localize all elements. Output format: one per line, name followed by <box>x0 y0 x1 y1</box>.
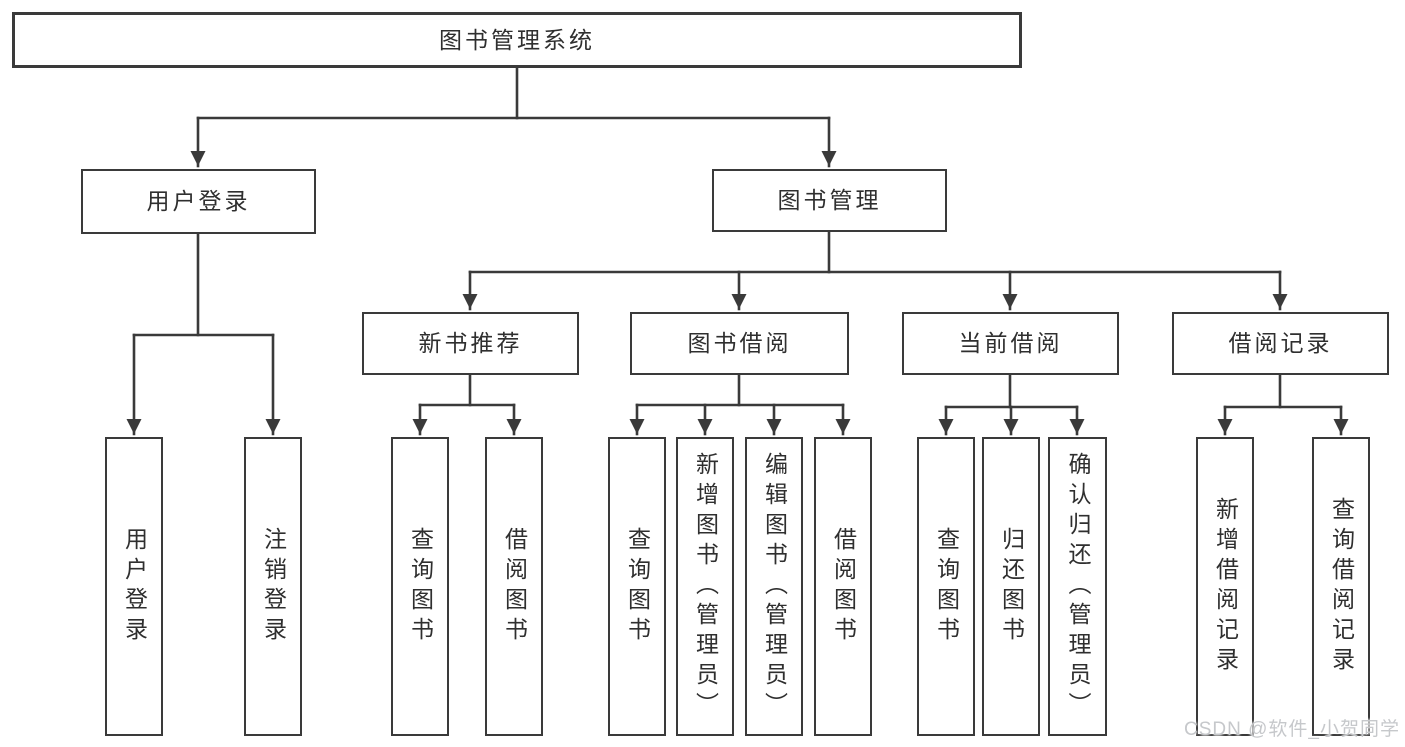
node-borrow-records: 借阅记录 <box>1172 312 1389 375</box>
node-label: 图书管理 <box>777 187 882 213</box>
leaf-borrow-books-recommend: 借阅图书 <box>485 437 543 736</box>
node-label: 借阅图书 <box>501 526 528 647</box>
leaf-logout: 注销登录 <box>244 437 302 736</box>
node-label: 注销登录 <box>260 526 287 647</box>
node-label: 归还图书 <box>998 526 1025 647</box>
node-label: 借阅图书 <box>830 526 857 647</box>
leaf-add-borrow-record: 新增借阅记录 <box>1196 437 1254 736</box>
node-label: 借阅记录 <box>1228 330 1333 356</box>
node-label: 图书借阅 <box>687 330 792 356</box>
leaf-edit-book-admin: 编辑图书（管理员） <box>745 437 803 736</box>
node-label: 查询图书 <box>407 526 434 647</box>
leaf-add-book-admin: 新增图书（管理员） <box>676 437 734 736</box>
node-library-system: 图书管理系统 <box>12 12 1022 68</box>
node-label: 新增借阅记录 <box>1212 496 1239 677</box>
node-user-login: 用户登录 <box>81 169 316 234</box>
node-label: 用户登录 <box>121 526 148 647</box>
node-label: 新增图书（管理员） <box>692 451 719 722</box>
leaf-user-login: 用户登录 <box>105 437 163 736</box>
node-label: 当前借阅 <box>958 330 1063 356</box>
node-label: 查询图书 <box>624 526 651 647</box>
node-label: 查询图书 <box>933 526 960 647</box>
node-label: 确认归还（管理员） <box>1065 451 1091 722</box>
node-current-borrow: 当前借阅 <box>902 312 1119 375</box>
leaf-query-books-recommend: 查询图书 <box>391 437 449 736</box>
watermark: CSDN @软件_小贺同学 <box>1184 719 1400 740</box>
node-book-management: 图书管理 <box>712 169 947 232</box>
node-new-book-recommend: 新书推荐 <box>362 312 579 375</box>
leaf-return-books: 归还图书 <box>982 437 1040 736</box>
node-label: 新书推荐 <box>418 330 523 356</box>
node-label: 编辑图书（管理员） <box>761 451 788 722</box>
leaf-query-borrow-record: 查询借阅记录 <box>1312 437 1370 736</box>
node-label: 图书管理系统 <box>439 26 595 53</box>
leaf-confirm-return-admin: 确认归还（管理员） <box>1048 437 1107 736</box>
node-label: 用户登录 <box>146 188 251 214</box>
leaf-borrow-books: 借阅图书 <box>814 437 872 736</box>
leaf-query-books-borrow: 查询图书 <box>608 437 666 736</box>
leaf-query-books-current: 查询图书 <box>917 437 975 736</box>
node-label: 查询借阅记录 <box>1328 496 1355 677</box>
node-book-borrow: 图书借阅 <box>630 312 849 375</box>
